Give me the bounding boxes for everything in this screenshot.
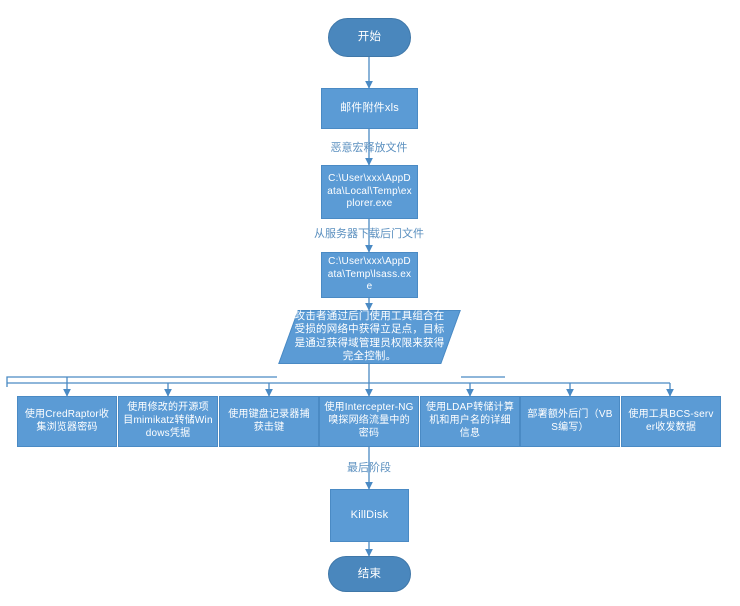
node-killdisk[interactable]: KillDisk [330,489,409,542]
connector-branch-bus-upper [6,376,277,387]
node-intercepter-ng[interactable]: 使用Intercepter-NG嗅探网络流量中的密码 [319,396,419,447]
node-mimikatz[interactable]: 使用修改的开源项目mimikatz转储Windows凭据 [118,396,218,447]
node-vbs-backdoor-label: 部署额外后门（VBS编写） [527,408,613,433]
node-ldap-dump-label: 使用LDAP转储计算机和用户名的详细信息 [425,402,515,439]
node-end-label: 结束 [357,567,382,580]
edge-label-final-stage: 最后阶段 [347,462,391,474]
node-keylogger-label: 使用键盘记录器捕获击键 [228,408,310,433]
node-lsass-exe-label: C:\User\xxx\AppData\Temp\lsass.exe [327,255,412,293]
node-foothold-description[interactable]: 攻击者通过后门使用工具组合在受损的网络中获得立足点，目标是通过获得域管理员权限来… [278,310,461,364]
node-mimikatz-label: 使用修改的开源项目mimikatz转储Windows凭据 [123,402,213,439]
node-intercepter-ng-label: 使用Intercepter-NG嗅探网络流量中的密码 [324,402,414,439]
node-vbs-backdoor[interactable]: 部署额外后门（VBS编写） [520,396,620,447]
node-bcs-server-label: 使用工具BCS-server收发数据 [628,408,714,433]
node-bcs-server[interactable]: 使用工具BCS-server收发数据 [621,396,721,447]
node-start[interactable]: 开始 [328,18,411,57]
node-foothold-description-label: 攻击者通过后门使用工具组合在受损的网络中获得立足点，目标是通过获得域管理员权限来… [294,310,445,363]
node-mail-attachment[interactable]: 邮件附件xls [321,88,418,129]
node-explorer-exe[interactable]: C:\User\xxx\AppData\Local\Temp\explorer.… [321,165,418,219]
node-credraptor[interactable]: 使用CredRaptor收集浏览器密码 [17,396,117,447]
edge-label-macro-drop: 恶意宏释放文件 [330,142,408,154]
node-mail-attachment-label: 邮件附件xls [340,102,399,115]
node-explorer-exe-label: C:\User\xxx\AppData\Local\Temp\explorer.… [327,172,412,210]
node-credraptor-label: 使用CredRaptor收集浏览器密码 [24,408,110,433]
edge-label-download-backdoor: 从服务器下载后门文件 [314,228,424,240]
node-lsass-exe[interactable]: C:\User\xxx\AppData\Temp\lsass.exe [321,252,418,298]
node-ldap-dump[interactable]: 使用LDAP转储计算机和用户名的详细信息 [420,396,520,447]
node-keylogger[interactable]: 使用键盘记录器捕获击键 [219,396,319,447]
node-end[interactable]: 结束 [328,556,411,592]
node-start-label: 开始 [357,31,382,44]
node-killdisk-label: KillDisk [350,509,389,522]
